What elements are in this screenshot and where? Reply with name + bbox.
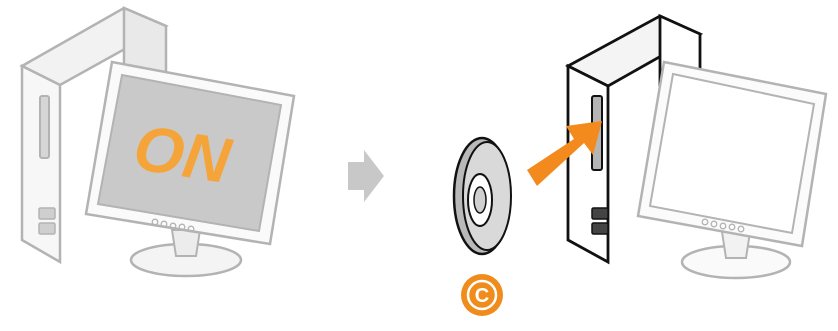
monitor-buttons	[701, 218, 745, 233]
monitor-buttons	[151, 218, 195, 233]
right-computer	[564, 13, 828, 280]
monitor-on-text: ON	[129, 111, 237, 197]
usb-port-icon	[38, 222, 56, 235]
usb-port-icon	[591, 207, 609, 220]
left-computer: ON	[19, 6, 296, 278]
cd-disc-icon	[452, 136, 512, 256]
step-badge: C	[461, 274, 503, 316]
transition-arrow-icon	[348, 150, 384, 202]
left-drive-slot	[39, 95, 50, 159]
right-monitor	[636, 60, 828, 248]
insert-disc-arrow-icon	[527, 121, 602, 186]
usb-port-icon	[38, 207, 56, 220]
usb-port-icon	[591, 222, 609, 235]
left-monitor: ON	[84, 60, 296, 246]
step-badge-label: C	[475, 285, 489, 307]
